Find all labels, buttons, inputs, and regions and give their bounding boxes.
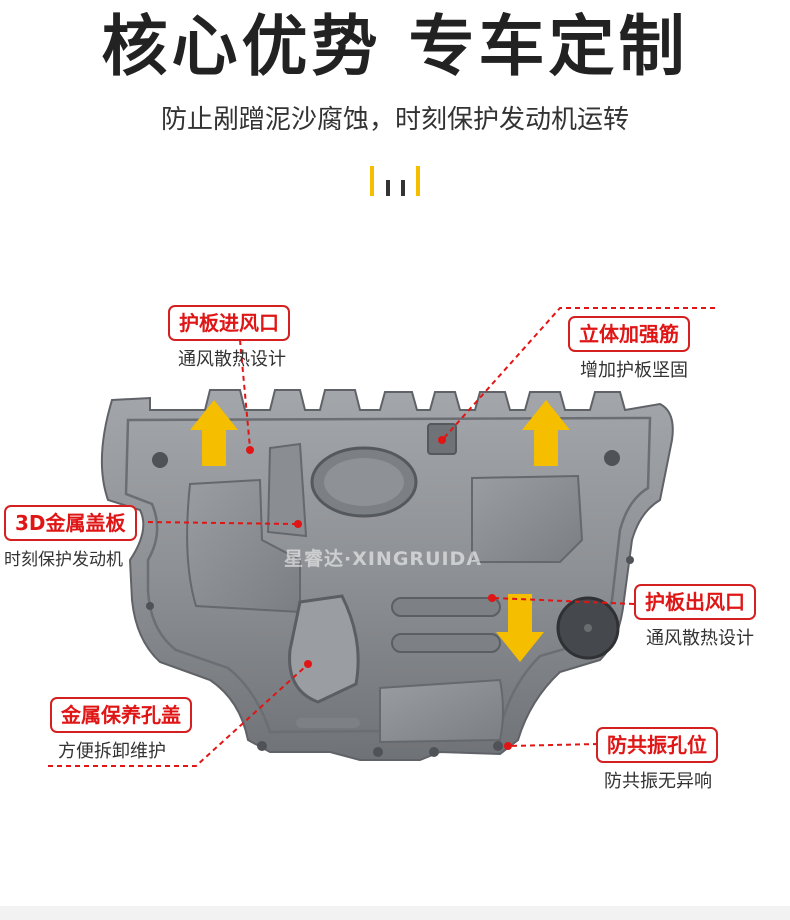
callout-intake-label: 护板进风口 (168, 305, 290, 341)
page-subtitle: 防止剐蹭泥沙腐蚀，时刻保护发动机运转 (160, 105, 629, 135)
callout-hatch: 金属保养孔盖 方便拆卸维护 (50, 697, 192, 765)
callout-outlet: 护板出风口 通风散热设计 (634, 584, 756, 652)
outlet-slot-2 (391, 633, 501, 653)
callout-outlet-desc: 通风散热设计 (646, 628, 754, 649)
callout-rib-label: 立体加强筋 (568, 316, 690, 352)
arrow-up-right-icon (522, 400, 570, 466)
callout-hatch-label: 金属保养孔盖 (50, 697, 192, 733)
divider-bar-mid-right (401, 180, 405, 196)
callout-rib: 立体加强筋 增加护板坚固 (568, 316, 690, 384)
bottom-slot (296, 718, 360, 728)
callout-cover-label: 3D金属盖板 (4, 505, 137, 541)
panel-right-top (471, 474, 584, 563)
page-title: 核心优势 专车定制 (101, 8, 689, 85)
divider-bar-left (370, 166, 374, 196)
mount-hole (493, 741, 503, 751)
footer-strip (0, 906, 790, 920)
mount-hole (604, 450, 620, 466)
callout-outlet-label: 护板出风口 (634, 584, 756, 620)
mount-hole (373, 747, 383, 757)
panel-lower-right (379, 678, 504, 744)
pointer-dot (294, 520, 302, 528)
maintenance-hatch (288, 594, 360, 704)
arrow-up-left-icon (190, 400, 238, 466)
pointer-dot (304, 660, 312, 668)
panel-left-top (186, 478, 301, 614)
callout-cover: 3D金属盖板 时刻保护发动机 (4, 505, 137, 573)
top-hatch-inner (324, 458, 404, 506)
brand-watermark: 星睿达·XINGRUIDA (284, 548, 483, 570)
callout-hatch-desc: 方便拆卸维护 (58, 741, 166, 762)
mount-hole (626, 556, 634, 564)
mount-hole (146, 602, 154, 610)
mount-hole (257, 741, 267, 751)
callout-cover-desc: 时刻保护发动机 (4, 550, 123, 570)
pointer-intake (239, 339, 251, 449)
callout-antivib: 防共振孔位 防共振无异响 (596, 727, 718, 795)
round-cover-center (584, 624, 592, 632)
pointer-dot (246, 446, 254, 454)
pointer-cover (147, 521, 297, 525)
pointer-rib (443, 307, 715, 439)
arrow-down-icon (496, 594, 544, 662)
callout-intake: 护板进风口 通风散热设计 (168, 305, 290, 373)
pointer-antivib (507, 743, 599, 747)
pointer-dot (504, 742, 512, 750)
divider-bar-right (416, 166, 420, 196)
callout-rib-desc: 增加护板坚固 (580, 360, 688, 381)
panel-center-bar (266, 442, 308, 538)
outlet-slot-1 (391, 597, 501, 617)
callout-antivib-label: 防共振孔位 (596, 727, 718, 763)
pointer-hatch (48, 665, 307, 767)
mount-hole (429, 747, 439, 757)
callout-antivib-desc: 防共振无异响 (604, 771, 712, 792)
pointer-dot (488, 594, 496, 602)
callout-intake-desc: 通风散热设计 (178, 349, 286, 370)
divider-bar-mid-left (386, 180, 390, 196)
pointer-dot (438, 436, 446, 444)
mount-hole (152, 452, 168, 468)
